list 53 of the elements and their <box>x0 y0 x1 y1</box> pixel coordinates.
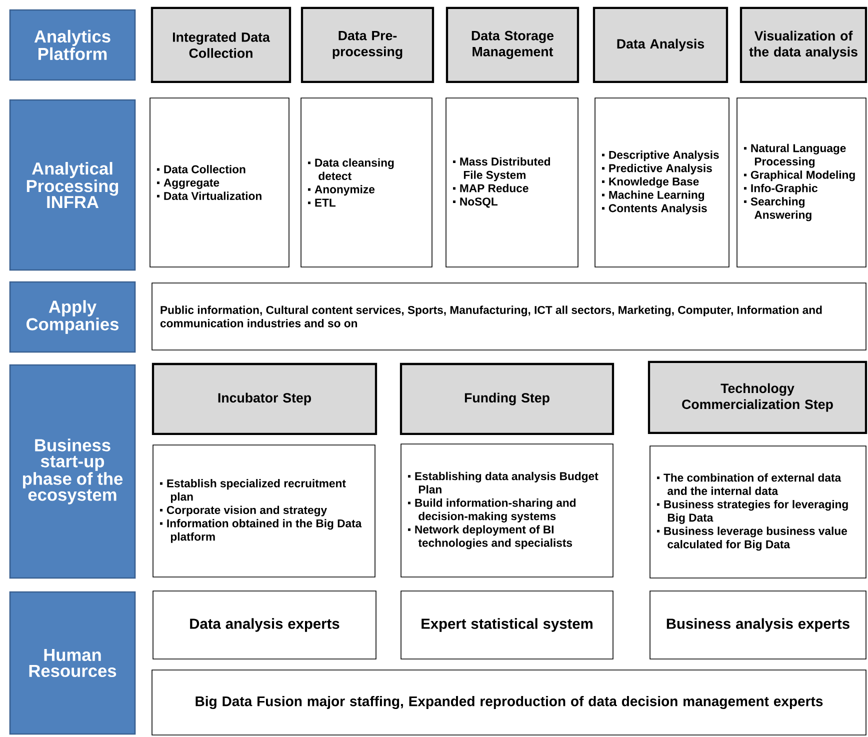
list-item: Information obtained in the Big Data platform <box>160 519 362 543</box>
step-header: Funding Step <box>400 362 614 436</box>
step-header: Data Pre-processing <box>300 6 434 84</box>
content-box: Big Data Fusion major staffing, Expanded reproduction of data decision management experts <box>152 670 866 736</box>
list-item: Build information-sharing and decision-making systems <box>408 498 576 522</box>
content-box: Expert statistical system <box>400 590 614 660</box>
list-item: MAP Reduce <box>453 184 528 192</box>
list-item: Business leverage business value calculated for Big Data <box>657 526 847 551</box>
list-item: Mass Distributed File System <box>453 157 550 182</box>
step-header: Incubator Step <box>152 362 378 436</box>
content-box: Data analysis experts <box>152 590 376 660</box>
row-label: Human Resources <box>9 591 136 735</box>
list-item: Data Virtualization <box>157 192 262 200</box>
list-item: Predictive Analysis <box>602 164 712 174</box>
list-item: ETL <box>308 198 336 207</box>
row-label: Business start-up phase of the ecosystem <box>9 364 136 579</box>
list-item: Data cleansing detect <box>308 158 394 180</box>
list-item: Natural Language Processing <box>744 144 846 168</box>
list-item: Aggregate <box>157 178 220 189</box>
step-header: Integrated Data Collection <box>150 6 292 84</box>
content-box <box>650 446 866 578</box>
content-box <box>400 444 614 578</box>
list-item: NoSQL <box>453 198 498 208</box>
list-item: Business strategies for leveraging Big Data <box>657 500 848 524</box>
list-item: Searching Answering <box>744 197 812 222</box>
row-label: Analytical Processing INFRA <box>9 99 136 271</box>
list-item: Establishing data analysis Budget Plan <box>408 472 598 494</box>
list-item: Descriptive Analysis <box>602 150 719 162</box>
content-box <box>150 98 290 268</box>
list-item: Knowledge Base <box>602 177 699 188</box>
list-item: Info-Graphic <box>744 184 818 194</box>
step-header: Technology Commercialization Step <box>648 360 868 434</box>
list-item: Anonymize <box>308 185 375 196</box>
content-box <box>152 444 376 578</box>
row-label: Analytics Platform <box>9 9 136 81</box>
list-item: Data Collection <box>157 165 246 174</box>
content-box: Public information, Cultural content services, Sports, Manufacturing, ICT all sectors, Marketing, Computer, Information and communication industries and so on <box>152 282 866 350</box>
list-item: Graphical Modeling <box>744 170 855 182</box>
step-header: Data Analysis <box>592 6 728 84</box>
list-item: Network deployment of BI technologies and specialists <box>408 525 572 550</box>
list-item: Contents Analysis <box>602 204 707 214</box>
row-label: Apply Companies <box>9 281 136 353</box>
list-item: Machine Learning <box>602 190 704 202</box>
content-box <box>594 98 730 268</box>
list-item: The combination of external data and the internal data <box>657 473 842 495</box>
step-header: Visualization of the data analysis <box>740 6 868 84</box>
content-box <box>300 98 432 268</box>
content-box <box>446 98 578 268</box>
list-item: Corporate vision and strategy <box>160 506 327 516</box>
content-box: Business analysis experts <box>650 590 866 660</box>
content-box <box>736 98 866 268</box>
list-item: Establish specialized recruitment plan <box>160 479 346 503</box>
step-header: Data Storage Management <box>446 6 580 84</box>
